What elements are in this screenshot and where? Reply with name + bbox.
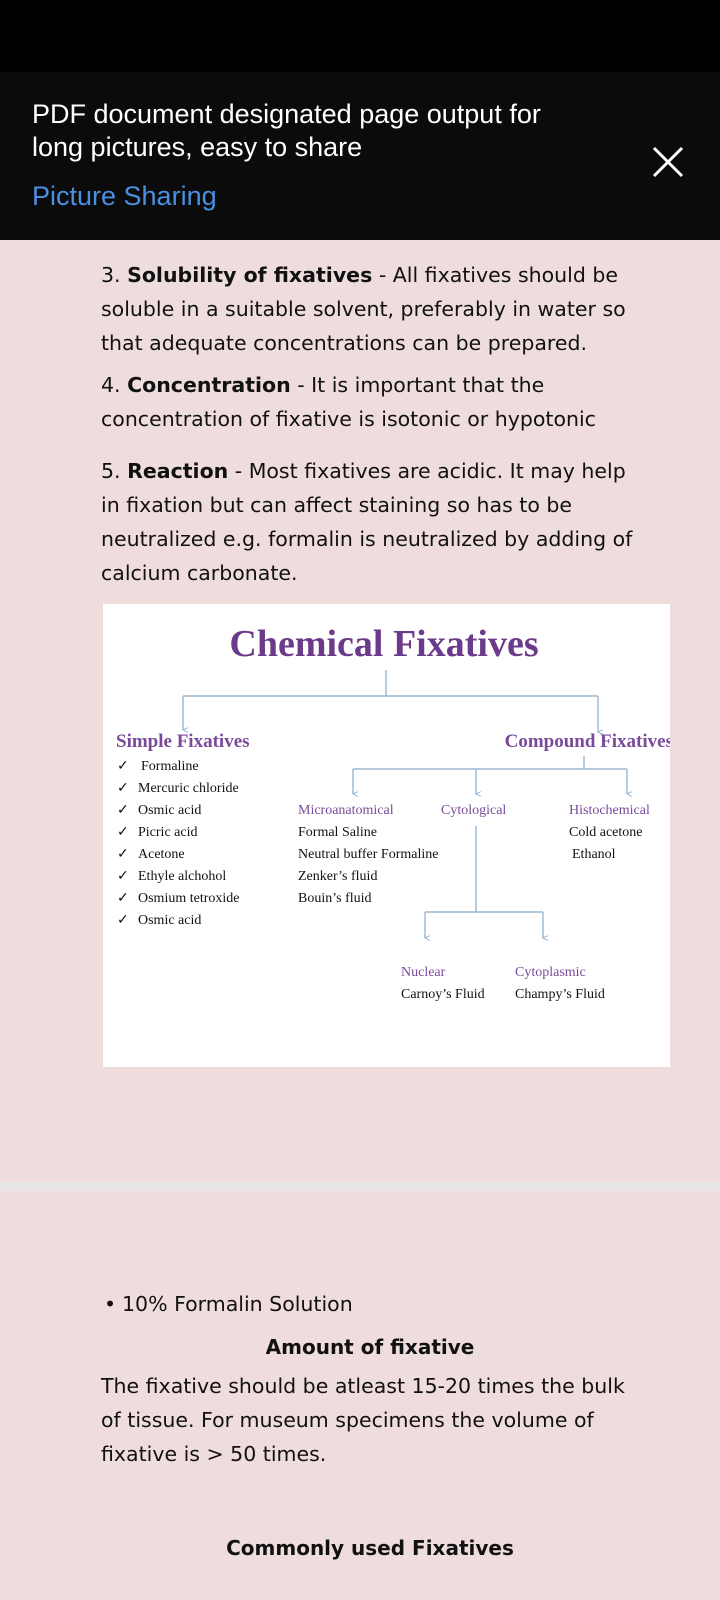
share-header: PDF document designated page output for … <box>0 72 720 240</box>
simple-item: Acetone <box>138 847 185 862</box>
svg-text:✓: ✓ <box>117 825 129 840</box>
compound-fixatives-label: Compound Fixatives <box>505 731 670 752</box>
histochemical-item: Ethanol <box>572 847 616 862</box>
simple-item: Mercuric chloride <box>138 781 239 796</box>
svg-text:✓: ✓ <box>117 891 129 906</box>
compound-branch-items: Formal Saline Neutral buffer Formaline Z… <box>298 825 642 1002</box>
microanatomical-item: Zenker’s fluid <box>298 869 377 884</box>
tree-connectors <box>182 670 627 938</box>
status-bar <box>0 0 720 72</box>
fixatives-tree: Chemical Fixatives Simple Fix <box>116 623 670 1002</box>
microanatomical-item: Bouin’s fluid <box>298 891 372 906</box>
nuclear-item: Carnoy’s Fluid <box>401 987 485 1002</box>
svg-text:✓: ✓ <box>117 869 129 884</box>
item-reaction: 5. Reaction - Most fixatives are acidic.… <box>101 459 633 585</box>
histochemical-item: Cold acetone <box>569 825 642 840</box>
common-fixative-item: 10% Formalin Solution <box>104 1292 353 1316</box>
microanatomical-item: Formal Saline <box>298 825 377 840</box>
diagram-title: Chemical Fixatives <box>229 623 538 665</box>
cytoplasmic-label: Cytoplasmic <box>515 965 586 980</box>
simple-fixatives-label: Simple Fixatives <box>116 731 250 752</box>
compound-branch-labels: Microanatomical Cytological Histochemica… <box>298 803 650 980</box>
microanatomical-label: Microanatomical <box>298 803 394 818</box>
svg-text:✓: ✓ <box>117 913 129 928</box>
cytoplasmic-item: Champy’s Fluid <box>515 987 605 1002</box>
commonly-used-fixatives-heading: Commonly used Fixatives <box>226 1536 514 1560</box>
simple-item: Osmium tetroxide <box>138 891 240 906</box>
document-viewer[interactable]: 3. Solubility of fixatives - All fixativ… <box>0 240 720 1600</box>
simple-fixatives-list: ✓ Formaline ✓ Mercuric chloride ✓ Osmic aci… <box>117 759 240 928</box>
amount-of-fixative-heading: Amount of fixative <box>265 1335 475 1359</box>
simple-item: Formaline <box>141 759 199 774</box>
close-icon <box>652 146 684 178</box>
svg-text:✓: ✓ <box>117 847 129 862</box>
svg-text:✓: ✓ <box>117 803 129 818</box>
picture-sharing-link[interactable]: Picture Sharing <box>32 181 217 211</box>
nuclear-label: Nuclear <box>401 965 446 980</box>
close-button[interactable] <box>640 134 696 190</box>
svg-text:✓: ✓ <box>117 781 129 796</box>
histochemical-label: Histochemical <box>569 803 650 818</box>
microanatomical-item: Neutral buffer Formaline <box>298 847 438 862</box>
simple-item: Ethyle alchohol <box>138 869 226 884</box>
cytological-label: Cytological <box>441 803 506 818</box>
simple-item: Osmic acid <box>138 803 201 818</box>
item-concentration: 4. Concentration - It is important that … <box>101 373 596 431</box>
page-separator <box>0 1182 720 1191</box>
simple-item: Picric acid <box>138 825 197 840</box>
document-page-1: 3. Solubility of fixatives - All fixativ… <box>0 240 720 1182</box>
document-page-2: Amount of fixative The fixative should b… <box>0 1191 720 1600</box>
amount-of-fixative-text: The fixative should be atleast 15-20 tim… <box>101 1374 625 1466</box>
simple-item: Osmic acid <box>138 913 201 928</box>
share-title: PDF document designated page output for … <box>32 99 541 162</box>
item-solubility: 3. Solubility of fixatives - All fixativ… <box>101 263 626 355</box>
chemical-fixatives-diagram: Chemical Fixatives Simple Fix <box>103 604 670 1067</box>
svg-text:✓: ✓ <box>117 759 129 774</box>
